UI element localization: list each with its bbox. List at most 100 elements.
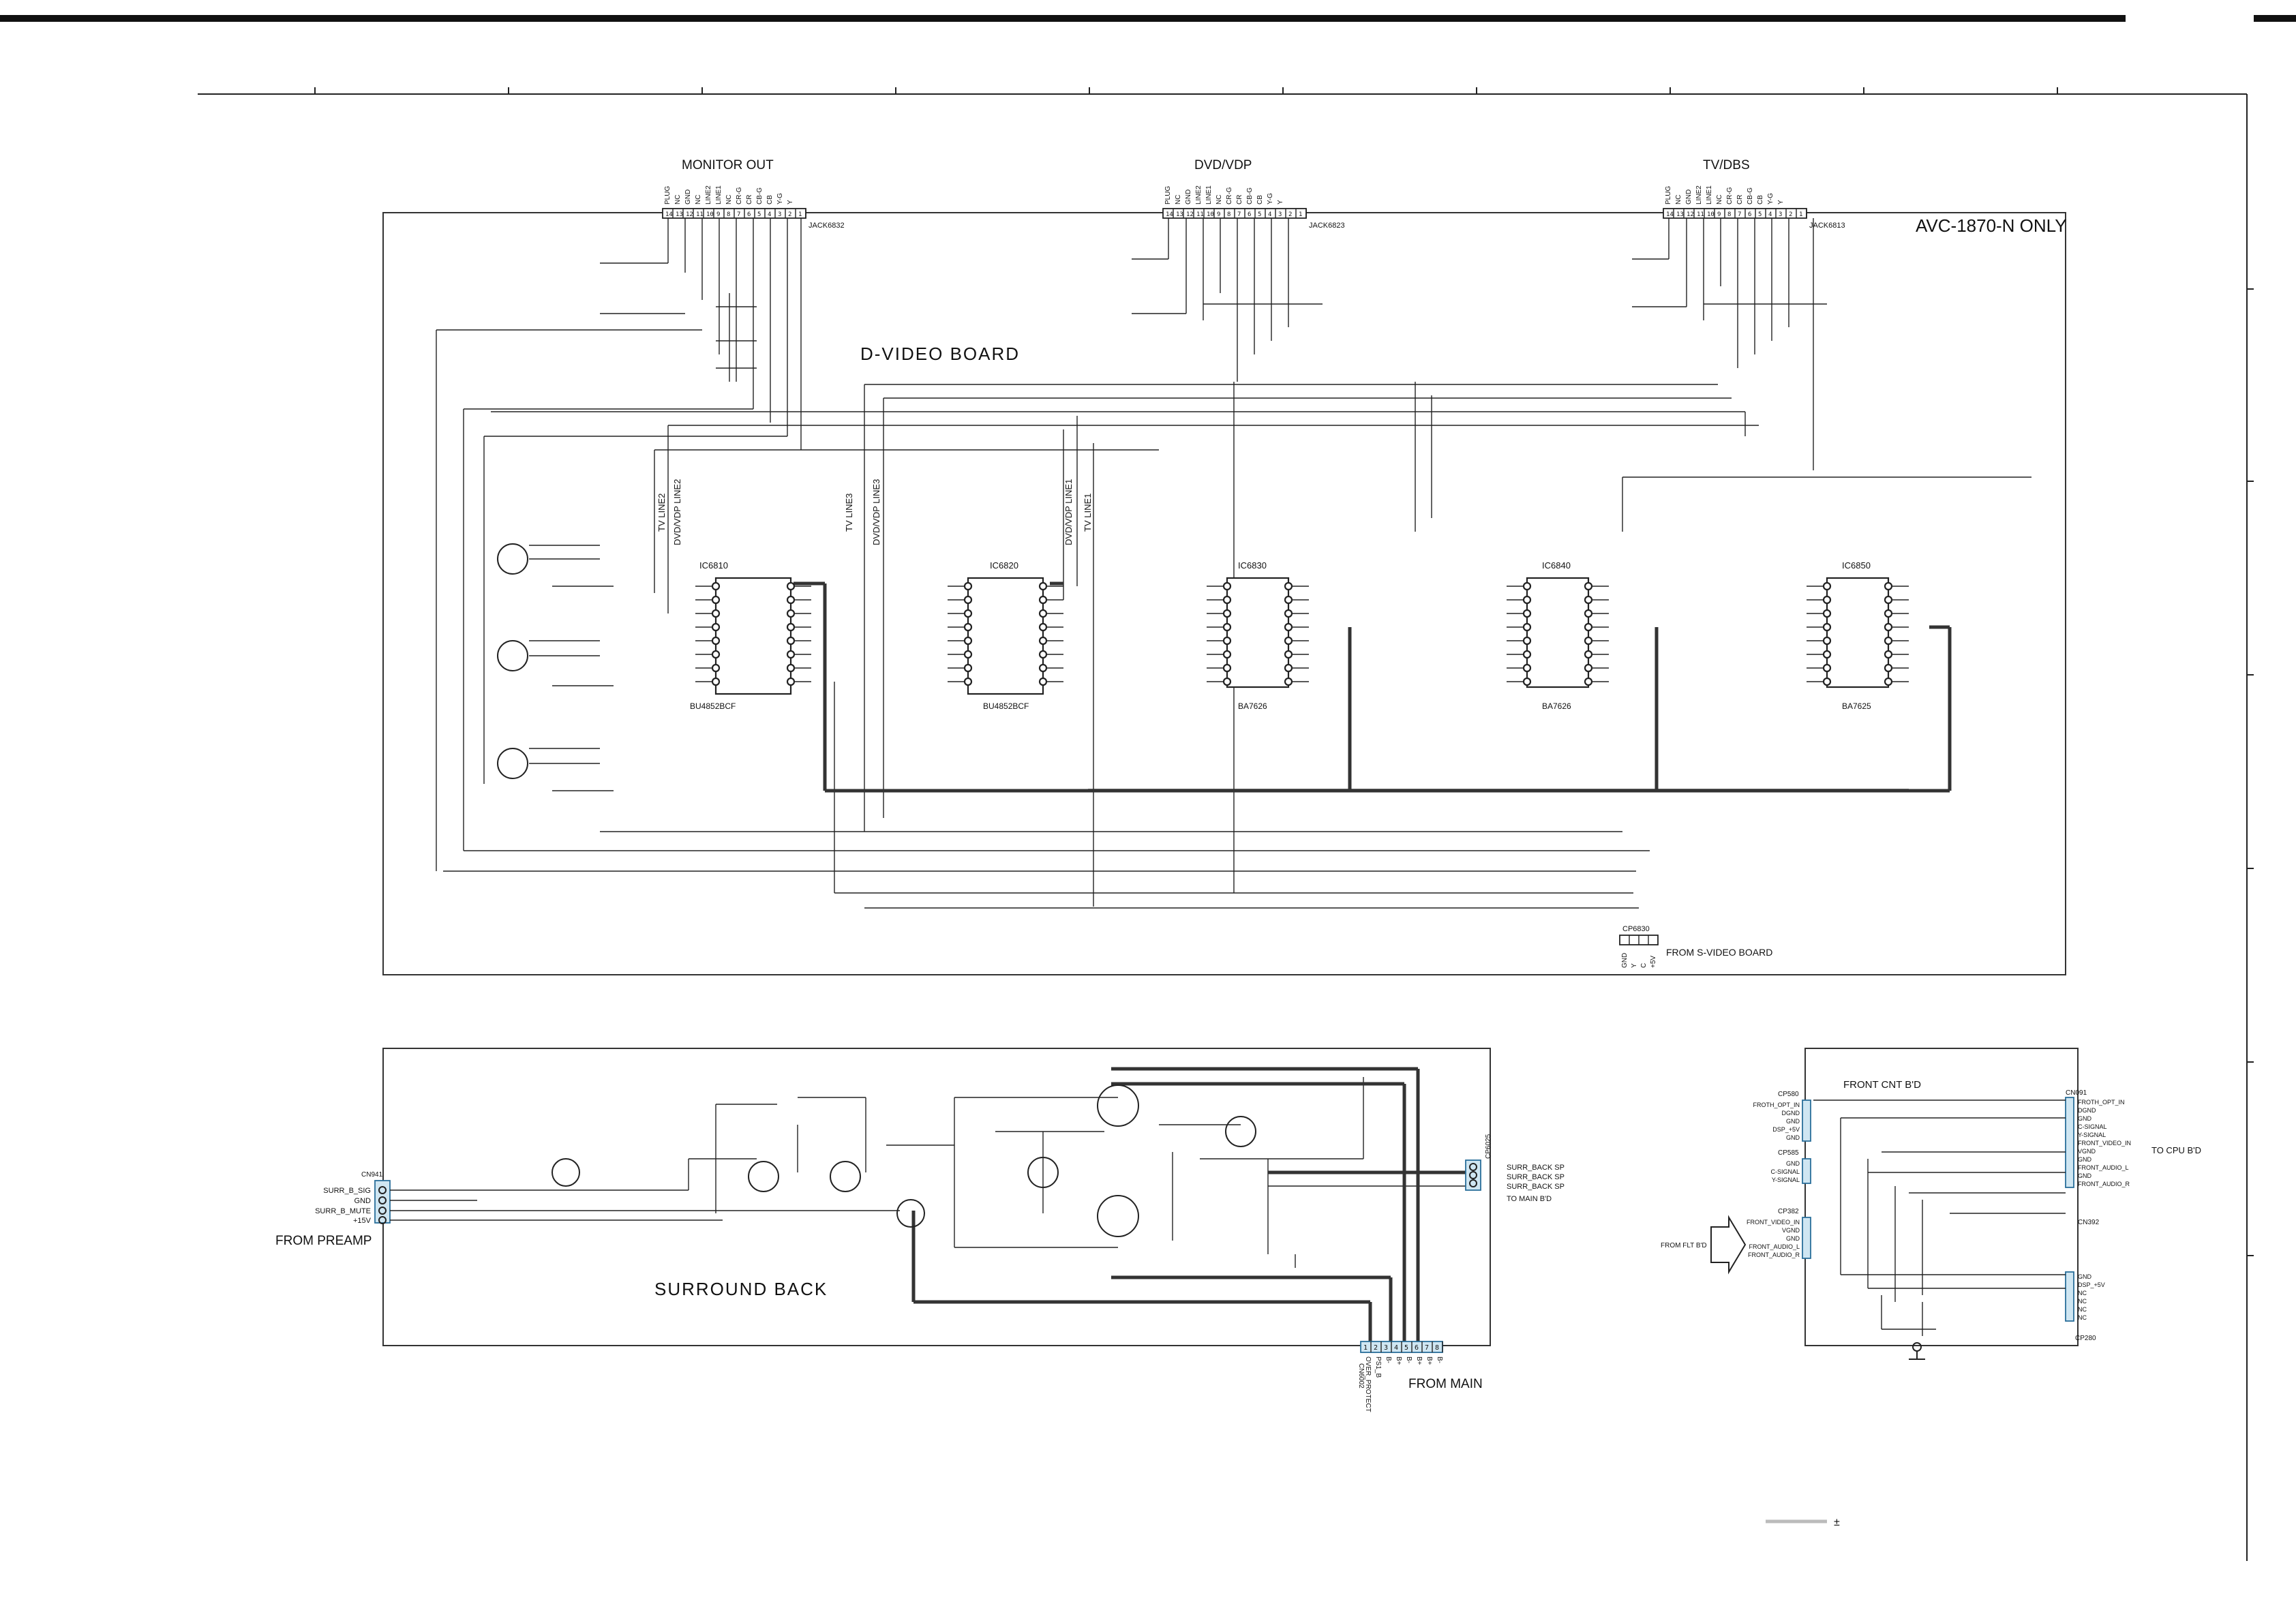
front-connector-pin: DGND <box>2078 1107 2096 1114</box>
front-connector-pin: C-SIGNAL <box>1770 1168 1800 1175</box>
front-connector-pin: FRONT_VIDEO_IN <box>2078 1140 2131 1147</box>
main-pin-label: B+ <box>1415 1356 1423 1365</box>
front-connector-pin: FROTH_OPT_IN <box>1753 1102 1800 1108</box>
jack-pin-label: CR <box>1236 195 1243 204</box>
ground-symbol <box>1909 1342 1925 1360</box>
front-cnt-board-outline <box>1804 1048 2079 1346</box>
from-flt-arrow: FROM FLT B'D <box>1661 1215 1747 1275</box>
jack-pin-label: CB-G <box>1246 187 1254 204</box>
front-connector-pin: GND <box>2078 1156 2092 1163</box>
jack-pin-label: LINE2 <box>1695 185 1703 204</box>
jack-pin-number: 10 <box>706 211 714 218</box>
jack-pin-number: 7 <box>1237 211 1241 218</box>
front-connector-pin: FRONT_AUDIO_L <box>1749 1243 1800 1250</box>
jack-pin-label: CB-G <box>1747 187 1754 204</box>
svg-text:JACK6813: JACK6813 <box>1809 222 1845 230</box>
front-connector-pin: GND <box>2078 1115 2092 1122</box>
svg-text:SURR_B_SIG: SURR_B_SIG <box>323 1187 371 1195</box>
front-connector-pin: VGND <box>2078 1148 2096 1155</box>
ic-pin-circles <box>695 581 1909 686</box>
jack-pin-number: 12 <box>1186 211 1194 218</box>
jack-pin-label: PLUG <box>664 186 671 204</box>
jack-pin-label: LINE2 <box>1195 185 1203 204</box>
svg-text:FROM PREAMP: FROM PREAMP <box>275 1234 372 1248</box>
front-connector-pin: DSP_+5V <box>1772 1126 1800 1133</box>
jack-pin-number: 11 <box>696 211 704 218</box>
surround-transistors <box>552 1084 1256 1237</box>
dvideo-wiring <box>436 218 2031 909</box>
front-connector-pin: GND <box>2078 1172 2092 1179</box>
ic6820: IC6820 BU4852BCF <box>967 560 1044 711</box>
main-pin-number: 5 <box>1404 1344 1408 1352</box>
ic6850: IC6850 BA7625 <box>1826 560 1890 711</box>
frame-ticks <box>314 87 2254 1256</box>
jack-pin-label: GND <box>1685 189 1693 204</box>
front-cnt-right-connector: CN091FROTH_OPT_INDGNDGNDC-SIGNALY-SIGNAL… <box>2065 1089 2131 1188</box>
svg-text:FROM FLT B'D: FROM FLT B'D <box>1661 1242 1707 1249</box>
svg-text:BA7626: BA7626 <box>1542 701 1571 711</box>
svg-text:IC6840: IC6840 <box>1542 560 1571 571</box>
jack-pin-label: CB-G <box>756 187 764 204</box>
jack-pin-number: 1 <box>1799 211 1802 218</box>
front-connector-pin: GND <box>1786 1160 1800 1167</box>
jack-pin-number: 3 <box>1779 211 1782 218</box>
jack-pin-number: 4 <box>1768 211 1772 218</box>
main-pin-label: OVER_PROTECT <box>1364 1356 1372 1412</box>
svg-text:SURR_BACK SP: SURR_BACK SP <box>1507 1183 1565 1191</box>
jack-pin-number: 2 <box>788 211 791 218</box>
svg-text:DVD/VDP: DVD/VDP <box>1194 158 1252 172</box>
front-connector-pin: FRONT_AUDIO_R <box>2078 1181 2130 1187</box>
jack-pin-number: 13 <box>1176 211 1183 218</box>
jack-pin-number: 13 <box>1676 211 1684 218</box>
svg-text:MONITOR OUT: MONITOR OUT <box>682 158 774 172</box>
front-connector-pin: DSP_+5V <box>2078 1281 2105 1288</box>
svg-text:TV/DBS: TV/DBS <box>1703 158 1750 172</box>
jack-pin-label: CB <box>1757 195 1764 204</box>
jack-pin-label: NC <box>1716 195 1723 204</box>
svg-text:DVD/VDP LINE1: DVD/VDP LINE1 <box>1063 479 1074 545</box>
jack-pin-number: 6 <box>1248 211 1251 218</box>
front-cnt-wiring <box>1813 1099 2066 1336</box>
jack-pin-number: 14 <box>1166 211 1173 218</box>
svg-text:FROM MAIN: FROM MAIN <box>1408 1377 1483 1391</box>
main-pin-label: B- <box>1405 1356 1413 1363</box>
svg-text:BA7625: BA7625 <box>1842 701 1871 711</box>
jack-pin-number: 6 <box>747 211 751 218</box>
jack-pin-label: CR <box>1736 195 1744 204</box>
jack-pin-number: 13 <box>676 211 683 218</box>
svg-text:TV LINE3: TV LINE3 <box>844 494 854 532</box>
jack-pin-number: 4 <box>1268 211 1271 218</box>
front-connector-pin: Y-SIGNAL <box>2078 1132 2106 1138</box>
svg-text:TV LINE1: TV LINE1 <box>1083 494 1093 532</box>
svg-text:Y: Y <box>1631 963 1638 968</box>
line-select-labels: TV LINE2 DVD/VDP LINE2 TV LINE3 DVD/VDP … <box>656 479 1093 545</box>
main-pin-number: 3 <box>1384 1344 1388 1352</box>
ic6840: IC6840 BA7626 <box>1526 560 1590 711</box>
front-connector-ref: CN392 <box>2078 1219 2100 1226</box>
svg-text:BU4852BCF: BU4852BCF <box>983 701 1029 711</box>
jack-pin-number: 1 <box>798 211 802 218</box>
svg-text:+15V: +15V <box>353 1217 372 1225</box>
jack-pin-number: 8 <box>1727 211 1731 218</box>
jack-pin-label: NC <box>674 195 682 204</box>
top-border-bar <box>0 15 2126 22</box>
svg-text:JACK6832: JACK6832 <box>809 222 845 230</box>
svg-text:SURR_BACK SP: SURR_BACK SP <box>1507 1164 1565 1172</box>
jack-pin-number: 10 <box>1207 211 1214 218</box>
jack-pin-number: 1 <box>1299 211 1302 218</box>
jack-pin-label: LINE1 <box>1706 185 1713 204</box>
svg-text:CP6830: CP6830 <box>1622 925 1650 933</box>
main-pin-number: 1 <box>1363 1344 1368 1352</box>
svg-text:SURR_B_MUTE: SURR_B_MUTE <box>315 1207 371 1215</box>
top-border-bar-right <box>2254 15 2296 22</box>
svg-text:IC6810: IC6810 <box>699 560 728 571</box>
jack-pin-number: 2 <box>1789 211 1792 218</box>
jack-pin-label: NC <box>1175 195 1182 204</box>
svg-text:TV LINE2: TV LINE2 <box>656 494 667 532</box>
svg-text:DVD/VDP LINE3: DVD/VDP LINE3 <box>871 479 881 545</box>
svg-text:BU4852BCF: BU4852BCF <box>690 701 736 711</box>
svg-text:SURR_BACK SP: SURR_BACK SP <box>1507 1173 1565 1181</box>
svg-text:BA7626: BA7626 <box>1238 701 1267 711</box>
